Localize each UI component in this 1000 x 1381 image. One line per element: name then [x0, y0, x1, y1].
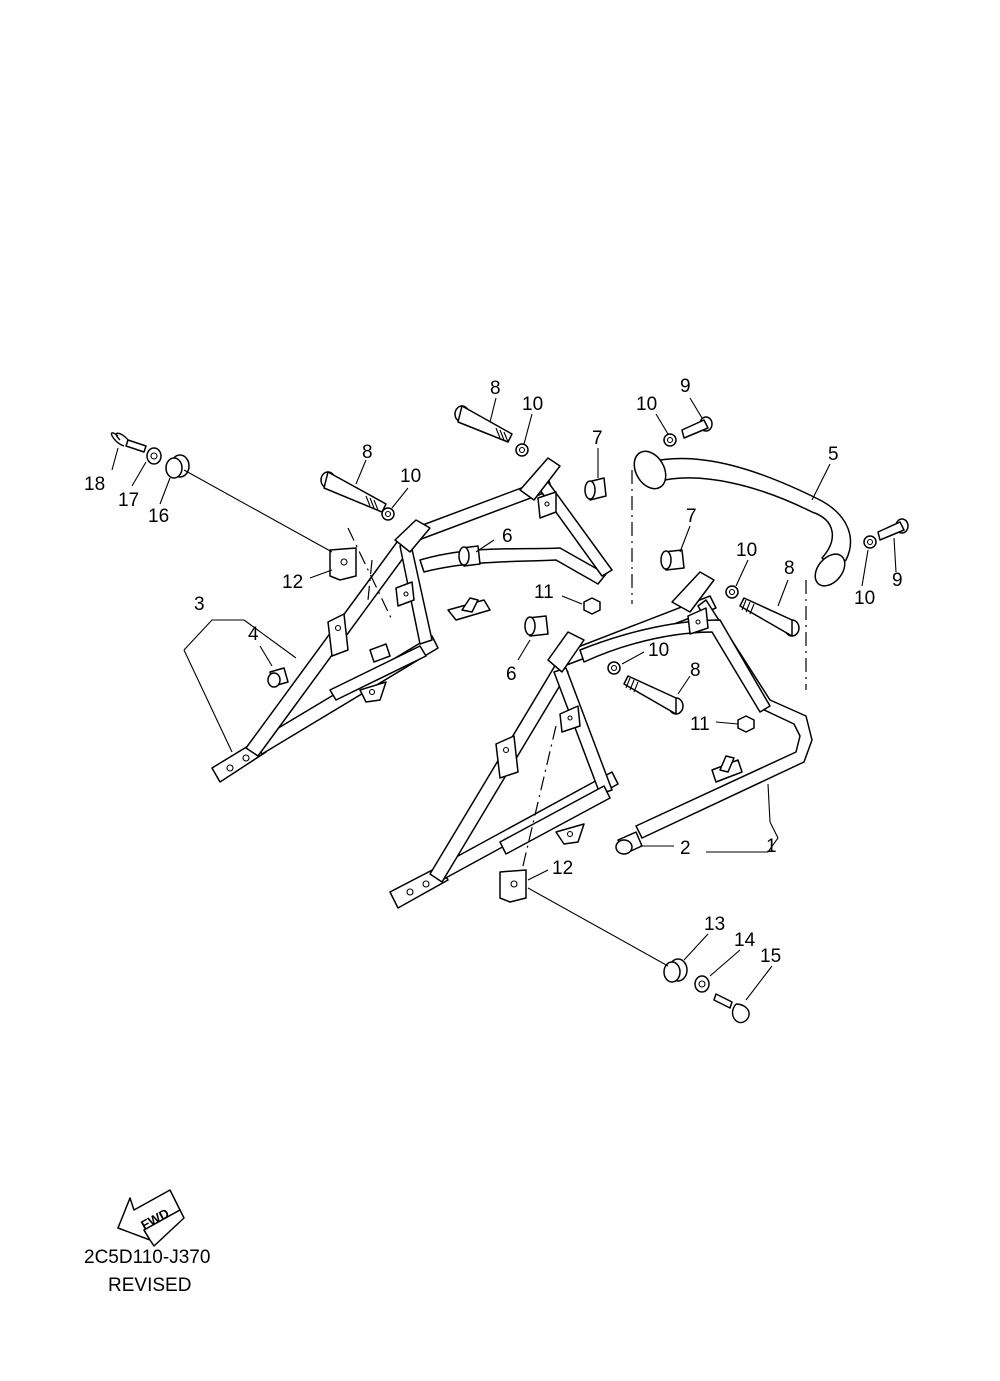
callout-16: 16	[148, 506, 169, 527]
callout-5: 5	[828, 444, 839, 465]
callout-11: 11	[690, 714, 710, 735]
callout-10: 10	[636, 394, 657, 415]
callout-6: 6	[506, 664, 517, 685]
callout-2: 2	[680, 838, 691, 859]
callout-13: 13	[704, 914, 725, 935]
callout-12: 12	[282, 572, 303, 593]
bolt-icon	[454, 405, 513, 443]
bolt-icon	[320, 471, 387, 513]
callout-17: 17	[118, 490, 139, 511]
callout-15: 15	[760, 946, 781, 967]
callout-10: 10	[854, 588, 875, 609]
callout-10: 10	[648, 640, 669, 661]
part-callouts: 8 10 10 9 7 8 10 5 18 17 16 6 12 3 4 11 …	[84, 376, 903, 967]
callout-18: 18	[84, 474, 105, 495]
screw-icon	[877, 518, 909, 541]
alignment-lines	[347, 470, 807, 871]
callout-10: 10	[736, 540, 757, 561]
callout-8: 8	[784, 558, 795, 579]
callout-7: 7	[592, 428, 603, 449]
cap-icon	[267, 667, 289, 688]
clip-icon	[329, 547, 527, 903]
callout-11: 11	[534, 582, 554, 603]
revision-note: REVISED	[108, 1275, 192, 1296]
callout-9: 9	[680, 376, 691, 397]
callout-8: 8	[490, 378, 501, 399]
bolt-icon	[739, 597, 800, 637]
callout-3: 3	[194, 594, 205, 615]
callout-12: 12	[552, 858, 573, 879]
fwd-arrow-icon: FWD	[117, 1189, 185, 1247]
callout-10: 10	[522, 394, 543, 415]
callout-8: 8	[362, 442, 373, 463]
callout-4: 4	[248, 624, 259, 645]
callout-7: 7	[686, 506, 697, 527]
collar-icon	[458, 477, 685, 637]
connecting-bar	[633, 450, 852, 587]
screw-icon	[681, 416, 713, 439]
left-frame-assembly	[211, 457, 613, 783]
callout-14: 14	[734, 930, 756, 951]
callout-10: 10	[400, 466, 421, 487]
grommet-icon	[165, 454, 688, 983]
callout-6: 6	[502, 526, 513, 547]
leader-lines	[111, 397, 897, 1001]
nut-icon	[583, 597, 755, 733]
bolt-icon	[623, 675, 684, 715]
callout-8: 8	[690, 660, 701, 681]
callout-1: 1	[766, 836, 777, 857]
washer-icon	[381, 433, 877, 675]
right-frame-assembly	[389, 571, 813, 909]
pin-icon	[110, 432, 750, 1024]
retainer-icon	[146, 447, 710, 993]
callout-9: 9	[892, 570, 903, 591]
drawing-code: 2C5D110-J370	[84, 1247, 211, 1268]
